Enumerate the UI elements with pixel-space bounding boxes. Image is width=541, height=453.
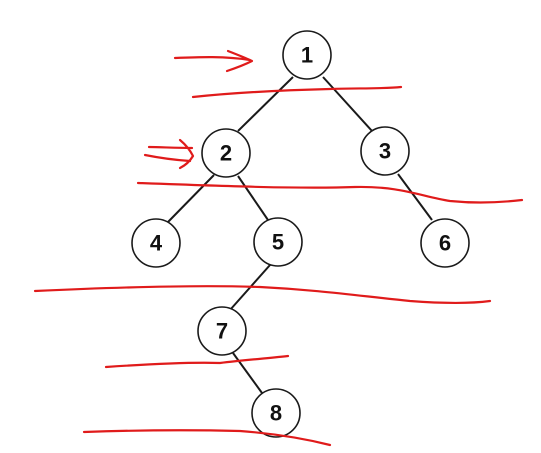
node-label-4: 4 <box>150 231 163 256</box>
edge-7-8 <box>232 352 263 394</box>
tree-node-1: 1 <box>282 30 332 80</box>
separator-level-4 <box>104 354 290 369</box>
separator-level-3 <box>33 285 492 304</box>
tree-node-4: 4 <box>131 218 181 268</box>
separator-level-1 <box>191 85 403 99</box>
arrow-level-2 <box>143 138 195 170</box>
tree-node-3: 3 <box>360 126 410 176</box>
tree-node-7: 7 <box>197 306 247 356</box>
edge-2-5 <box>237 175 269 221</box>
edge-1-3 <box>322 76 373 132</box>
red-annotations <box>33 49 524 447</box>
separator-level-2 <box>136 181 524 204</box>
edge-3-6 <box>397 173 433 221</box>
separator-level-5 <box>82 429 332 447</box>
node-label-7: 7 <box>216 319 228 344</box>
node-label-6: 6 <box>439 231 451 256</box>
edge-1-2 <box>237 76 294 132</box>
tree-node-5: 5 <box>253 217 303 267</box>
tree-node-2: 2 <box>201 128 251 178</box>
node-label-5: 5 <box>272 230 284 255</box>
tree-node-6: 6 <box>420 218 470 268</box>
node-label-8: 8 <box>270 401 282 426</box>
arrow-level-1 <box>173 49 254 73</box>
node-label-1: 1 <box>301 43 313 68</box>
tree-nodes: 1 2 3 4 5 6 7 8 <box>131 30 470 438</box>
node-label-2: 2 <box>220 141 232 166</box>
edge-2-4 <box>167 174 215 223</box>
tree-node-8: 8 <box>251 388 301 438</box>
node-label-3: 3 <box>379 139 391 164</box>
